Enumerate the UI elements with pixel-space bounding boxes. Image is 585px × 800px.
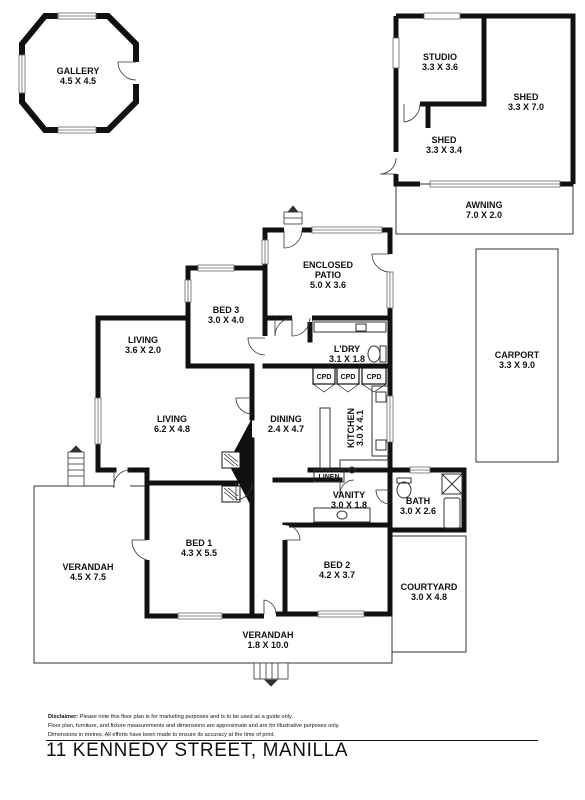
disclaimer-line-1: Disclaimer: Please note this floor plan … [48,713,293,722]
studio-dims: 3.3 X 3.6 [422,62,458,72]
cupboards [312,367,387,393]
bed-1-dims: 4.3 X 5.5 [181,548,217,558]
bed-3-dims: 3.0 X 4.0 [208,315,244,325]
kitchen-name: KITCHEN [346,408,356,448]
disclaimer-line-2: Floor plan, furniture, and fixture measu… [48,722,340,731]
disclaimer-label: Disclaimer: [48,714,79,720]
shed-small-name: SHED [431,135,457,145]
gallery-dims: 4.5 X 4.5 [60,76,96,86]
bed-2-name: BED 2 [324,560,351,570]
enclosed-patio-dims: 5.0 X 3.6 [310,280,346,290]
shed-door-gap [404,101,420,107]
living-main-dims: 6.2 X 4.8 [154,424,190,434]
laundry-dims: 3.1 X 1.8 [329,354,365,364]
gallery-door-gap [130,62,142,84]
cupboard-label-1: CPD [317,374,332,381]
fireplace [221,418,252,508]
laundry-fixtures [313,321,387,363]
verandah-south-name: VERANDAH [242,630,293,640]
gallery-door-swing [117,61,137,81]
dining-dims: 2.4 X 4.7 [268,424,304,434]
bed-1-name: BED 1 [186,538,213,548]
disclaimer-line-3: Dimensions in metres. All efforts have b… [48,731,275,740]
address-rule [46,740,538,741]
disclaimer-text-1: Please note this floor plan is for marke… [79,714,293,720]
dining-name: DINING [270,414,302,424]
windows [94,226,431,620]
room-labels: GALLERY 4.5 X 4.5 STUDIO 3.3 X 3.6 SHED … [57,52,544,650]
living-small-name: LIVING [128,335,158,345]
studio-name: STUDIO [423,52,457,62]
shed-large-dims: 3.3 X 7.0 [508,102,544,112]
shed-window-top [423,12,461,20]
studio-window [392,37,400,69]
linen-label: LINEN [319,474,340,481]
steps [67,205,303,687]
shed-small-dims: 3.3 X 3.4 [426,145,462,155]
cupboard-label-2: CPD [341,374,356,381]
bed-2-dims: 4.2 X 3.7 [319,570,355,580]
bath-name: BATH [406,496,430,506]
awning-name: AWNING [466,200,503,210]
bathroom-fixtures [313,469,463,529]
enclosed-patio-name-2: PATIO [315,270,341,280]
doors [113,226,394,620]
carport-outline [475,248,559,463]
bath-dims: 3.0 X 2.6 [400,506,436,516]
carport-name: CARPORT [495,350,540,360]
verandah-south-dims: 1.8 X 10.0 [247,640,288,650]
carport-dims: 3.3 X 9.0 [499,360,535,370]
gallery-name: GALLERY [57,66,100,76]
property-address: 11 KENNEDY STREET, MANILLA [46,740,349,761]
bed-3-name: BED 3 [213,305,240,315]
living-small-dims: 3.6 X 2.0 [125,345,161,355]
courtyard-dims: 3.0 X 4.8 [411,592,447,602]
enclosed-patio-name: ENCLOSED [303,260,354,270]
shed-door-swing [403,103,421,123]
living-main-name: LIVING [157,414,187,424]
cupboard-label-3: CPD [367,374,382,381]
disclaimer-text-3: Dimensions in metres. All efforts have b… [48,732,275,738]
shed-walls [393,13,576,187]
verandah-outline [33,486,393,664]
laundry-name: L'DRY [334,344,360,354]
disclaimer-text-2: Floor plan, furniture, and fixture measu… [48,723,340,729]
courtyard-name: COURTYARD [401,582,458,592]
shed-large-name: SHED [513,92,539,102]
shed-door-west [393,152,399,174]
verandah-west-dims: 4.5 X 7.5 [70,572,106,582]
kitchen-dims: 3.0 X 4.1 [355,410,365,446]
vanity-dims: 3.0 X 1.8 [331,500,367,510]
fixture-labels: CPD CPD CPD LINEN [317,374,382,481]
gallery-windows [18,12,97,134]
awning-dims: 7.0 X 2.0 [466,210,502,220]
vanity-name: VANITY [333,490,365,500]
verandah-west-name: VERANDAH [62,562,113,572]
